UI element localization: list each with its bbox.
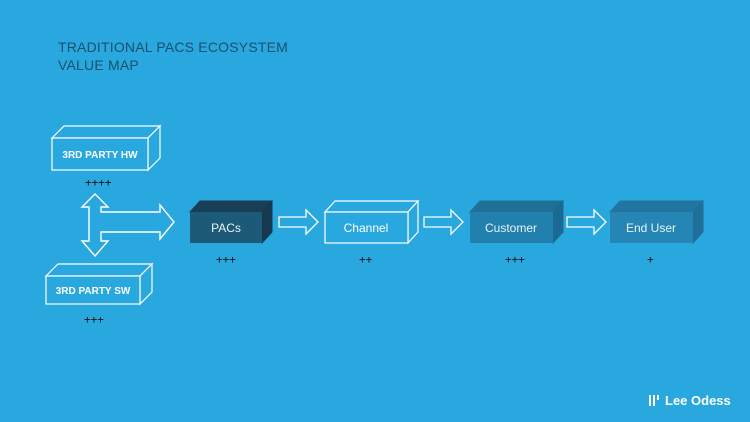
logo-bars-icon: [649, 395, 659, 406]
node-pacs-label: PACs: [211, 221, 241, 235]
arrow-channel-to-customer: [423, 208, 464, 236]
node-3rd-party-hw-value: ++++: [85, 176, 112, 189]
node-end-user: End User: [608, 199, 705, 245]
logo-text: Lee Odess: [665, 393, 731, 408]
node-customer-value: +++: [505, 253, 525, 266]
node-pacs-value: +++: [216, 253, 236, 266]
node-3rd-party-hw: 3RD PARTY HW: [50, 124, 162, 172]
node-channel: Channel: [323, 199, 420, 245]
brand-logo: Lee Odess: [649, 393, 731, 408]
node-3rd-party-sw-label: 3RD PARTY SW: [56, 286, 131, 297]
node-pacs: PACs: [188, 199, 274, 245]
node-3rd-party-hw-label: 3RD PARTY HW: [62, 150, 138, 161]
diagram-title-line1: TRADITIONAL PACS ECOSYSTEM: [58, 39, 289, 55]
diagram-title-line2: VALUE MAP: [58, 57, 139, 73]
node-customer: Customer: [468, 199, 565, 245]
arrow-customer-to-enduser: [566, 208, 607, 236]
node-end-user-label: End User: [626, 221, 676, 235]
arrow-pacs-to-channel: [278, 208, 319, 236]
node-channel-value: ++: [359, 253, 373, 266]
node-end-user-value: +: [647, 253, 654, 266]
node-3rd-party-sw-value: +++: [84, 313, 104, 326]
node-3rd-party-sw: 3RD PARTY SW: [44, 262, 154, 306]
node-customer-label: Customer: [485, 221, 537, 235]
node-channel-label: Channel: [344, 221, 389, 235]
connector-hw-sw-to-pacs: [80, 193, 175, 258]
